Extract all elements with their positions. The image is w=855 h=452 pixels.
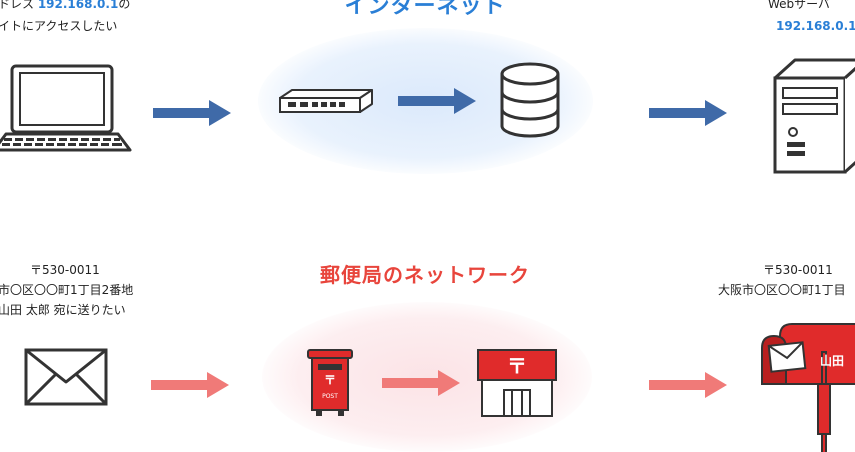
postal-title: 郵便局のネットワーク [320, 263, 530, 287]
svg-text:〒: 〒 [324, 373, 336, 387]
client-line1-prefix: ドレス [0, 0, 38, 11]
postbox-label-text: POST [322, 393, 338, 400]
arrow-router-to-database [398, 88, 476, 114]
internet-title: インターネット [344, 0, 506, 19]
client-ip-address: 192.168.0.1 [37, 0, 119, 11]
postbox-icon: 〒 POST [307, 349, 353, 416]
server-ip-address: 192.168.0.1 [776, 19, 855, 33]
mailbox-icon [761, 323, 855, 452]
server-icon [773, 58, 855, 174]
arrow-postoffice-to-mailbox [649, 372, 727, 398]
laptop-icon [0, 64, 132, 152]
receiver-postal-code: 〒530-0011 [763, 263, 833, 277]
arrow-envelope-to-postbox [151, 372, 229, 398]
post-office-icon: 〒 [477, 349, 557, 417]
mailbox-name-label: 山田 [820, 354, 845, 368]
arrow-postbox-to-postoffice [382, 370, 460, 396]
svg-text:〒: 〒 [507, 354, 527, 378]
sender-postal-code: 〒530-0011 [30, 263, 100, 277]
arrow-database-to-server [649, 100, 727, 126]
client-line1-suffix: の [118, 0, 131, 11]
router-icon [279, 89, 373, 113]
receiver-address: 大阪市〇区〇〇町1丁目 [718, 283, 846, 297]
sender-name-line: 山田 太郎 宛に送りたい [0, 303, 126, 317]
arrow-client-to-router [153, 100, 231, 126]
client-description-line2: イトにアクセスしたい [0, 19, 118, 33]
client-description-line1: ドレス 192.168.0.1の [0, 0, 130, 12]
envelope-icon [24, 348, 108, 406]
server-label: Webサーバ [768, 0, 831, 11]
sender-address: 市〇区〇〇町1丁目2番地 [0, 283, 134, 297]
database-icon [500, 62, 560, 138]
